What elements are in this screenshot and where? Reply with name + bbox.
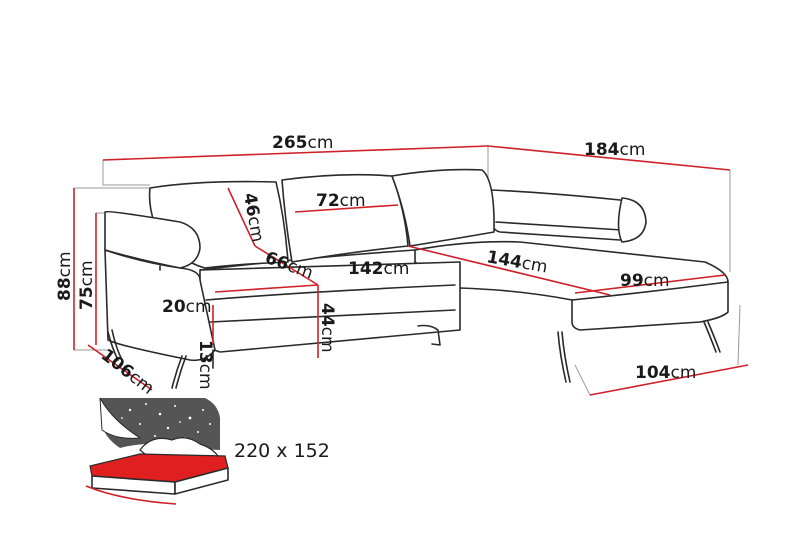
bed-dimension-arc — [85, 485, 177, 505]
label-chaise-length: 144cm — [485, 247, 549, 277]
left-arm-top — [104, 210, 201, 269]
label-backrest-width: 72cm — [316, 191, 366, 211]
bed-size-label: 220 x 152 — [234, 440, 330, 462]
dimension-lines — [73, 145, 749, 396]
pillows — [139, 437, 220, 459]
handle — [417, 324, 441, 346]
back-cushion-right — [391, 168, 495, 247]
label-total-width: 265cm — [272, 133, 333, 153]
label-height-75: 75cm — [77, 260, 97, 310]
label-leg-height: 13cm — [195, 340, 215, 390]
leg-front-mid — [171, 355, 183, 389]
sofa-drawing — [104, 168, 729, 389]
label-chaise-full-depth: 104cm — [635, 363, 696, 383]
bed-function-icon: 220 x 152 — [85, 397, 330, 505]
leg-chaise-front — [557, 331, 567, 383]
stars — [121, 403, 211, 439]
dimension-labels: 265cm 184cm 46cm 72cm 88cm 75cm 66cm 142… — [55, 133, 696, 399]
label-chaise-width: 184cm — [584, 140, 645, 160]
left-arm-side — [104, 249, 216, 362]
label-backrest-height: 46cm — [239, 191, 267, 243]
label-sofa-depth: 106cm — [97, 345, 158, 399]
back-cushion-middle — [281, 173, 409, 263]
chaise-arm — [617, 197, 647, 243]
label-armrest-width: 20cm — [162, 297, 212, 317]
leg-front-left — [111, 329, 123, 361]
leg-chaise-back — [703, 321, 717, 353]
label-seat-width: 142cm — [348, 259, 409, 279]
guide-lines — [74, 146, 741, 396]
label-total-height: 88cm — [55, 251, 75, 301]
chaise-back — [489, 189, 641, 241]
label-seat-height: 44cm — [317, 303, 337, 353]
label-chaise-depth: 99cm — [620, 271, 670, 291]
